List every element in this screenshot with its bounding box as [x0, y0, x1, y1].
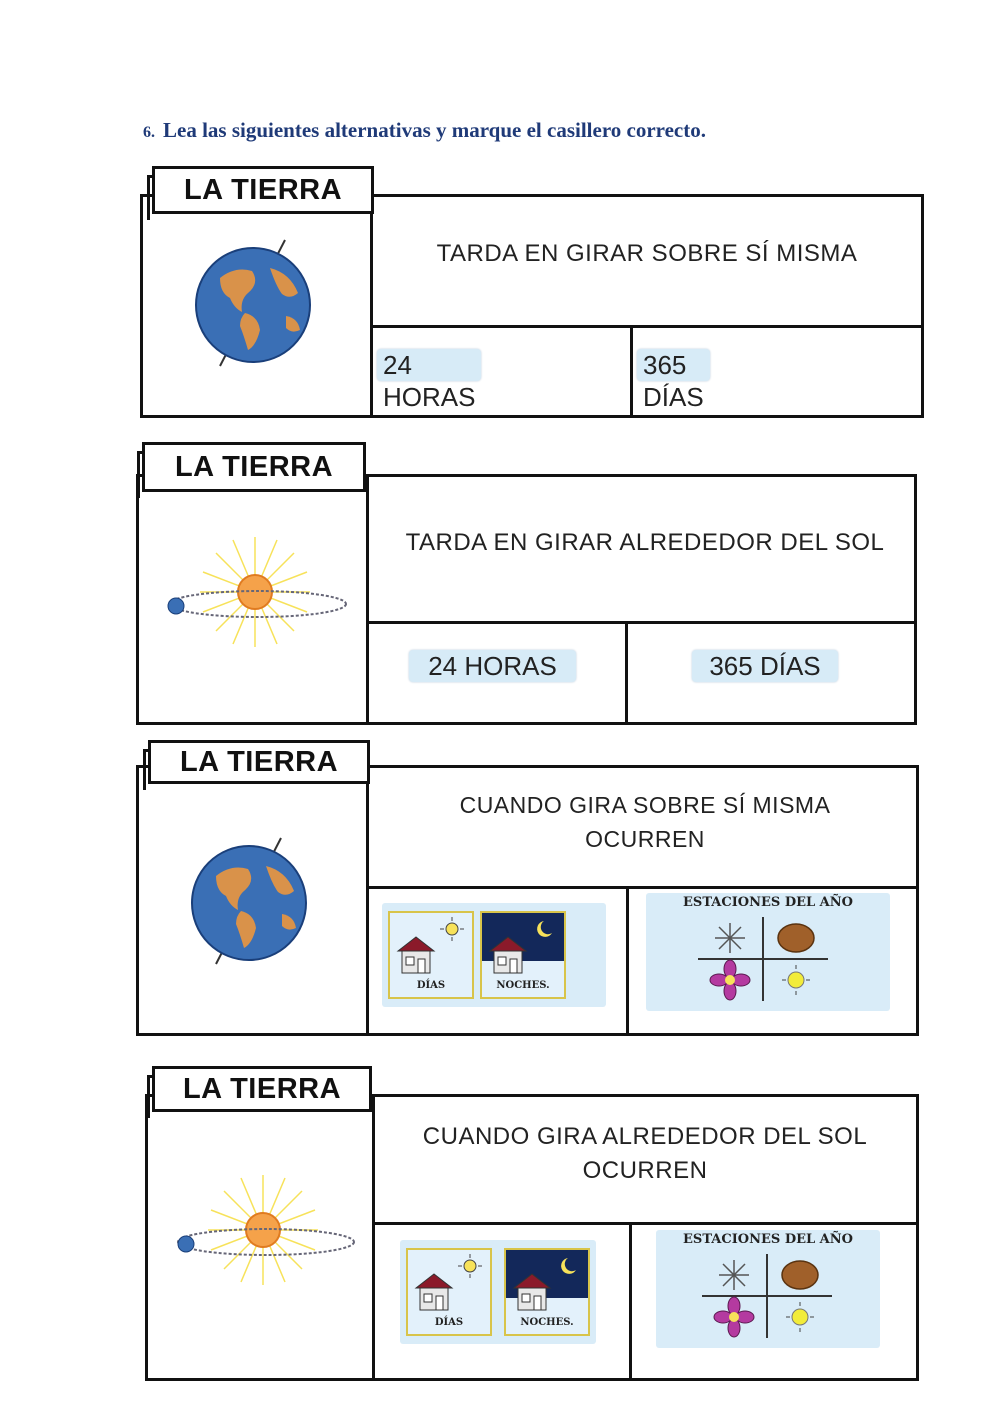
night-picture: NOCHES. [504, 1248, 590, 1336]
night-caption: NOCHES. [496, 980, 550, 991]
seasons-option[interactable]: ESTACIONES DEL AÑO [646, 893, 890, 1011]
seasons-icon [702, 1254, 832, 1338]
card-frame [140, 194, 924, 418]
earth-orbit-sun-icon [166, 1170, 362, 1290]
seasons-option[interactable]: ESTACIONES DEL AÑO [656, 1230, 880, 1348]
question-text: CUANDO GIRA SOBRE SÍ MISMA OCURREN [459, 792, 831, 852]
option-24-horas[interactable]: 24 HORAS [409, 650, 576, 682]
day-caption: DÍAS [416, 980, 446, 991]
day-picture: DÍAS [388, 911, 474, 999]
night-picture: NOCHES. [480, 911, 566, 999]
card-frame [136, 474, 917, 725]
seasons-icon [698, 917, 828, 1001]
instruction-text: Lea las siguientes alternativas y marque… [163, 118, 706, 142]
card-title: LA TIERRA [147, 166, 374, 220]
option-365-dias[interactable]: 365 DÍAS [637, 349, 710, 412]
earth-rotation-icon [186, 836, 316, 966]
question-text: TARDA EN GIRAR SOBRE SÍ MISMA [436, 240, 858, 267]
option-365-dias[interactable]: 365 DÍAS [692, 650, 838, 682]
card-frame [136, 765, 919, 1036]
instruction-number: 6. [143, 124, 155, 141]
day-night-option[interactable]: DÍAS NOCHES. [382, 903, 606, 1007]
question-text: CUANDO GIRA ALREDEDOR DEL SOL OCURREN [422, 1123, 868, 1184]
seasons-caption: ESTACIONES DEL AÑO [683, 895, 853, 910]
day-night-option[interactable]: DÍAS NOCHES. [400, 1240, 596, 1344]
card-frame [145, 1094, 919, 1381]
night-caption: NOCHES. [520, 1317, 574, 1328]
earth-rotation-icon [190, 238, 320, 368]
instruction: 6. Lea las siguientes alternativas y marq… [143, 118, 706, 143]
question-text: TARDA EN GIRAR ALREDEDOR DEL SOL [405, 529, 885, 556]
seasons-caption: ESTACIONES DEL AÑO [683, 1232, 853, 1247]
day-caption: DÍAS [434, 1317, 464, 1328]
card-title: LA TIERRA [147, 1066, 372, 1118]
card-title: LA TIERRA [143, 740, 370, 790]
card-title: LA TIERRA [137, 442, 366, 498]
earth-orbit-sun-icon [158, 532, 354, 652]
option-24-horas[interactable]: 24 HORAS [377, 349, 482, 412]
day-picture: DÍAS [406, 1248, 492, 1336]
